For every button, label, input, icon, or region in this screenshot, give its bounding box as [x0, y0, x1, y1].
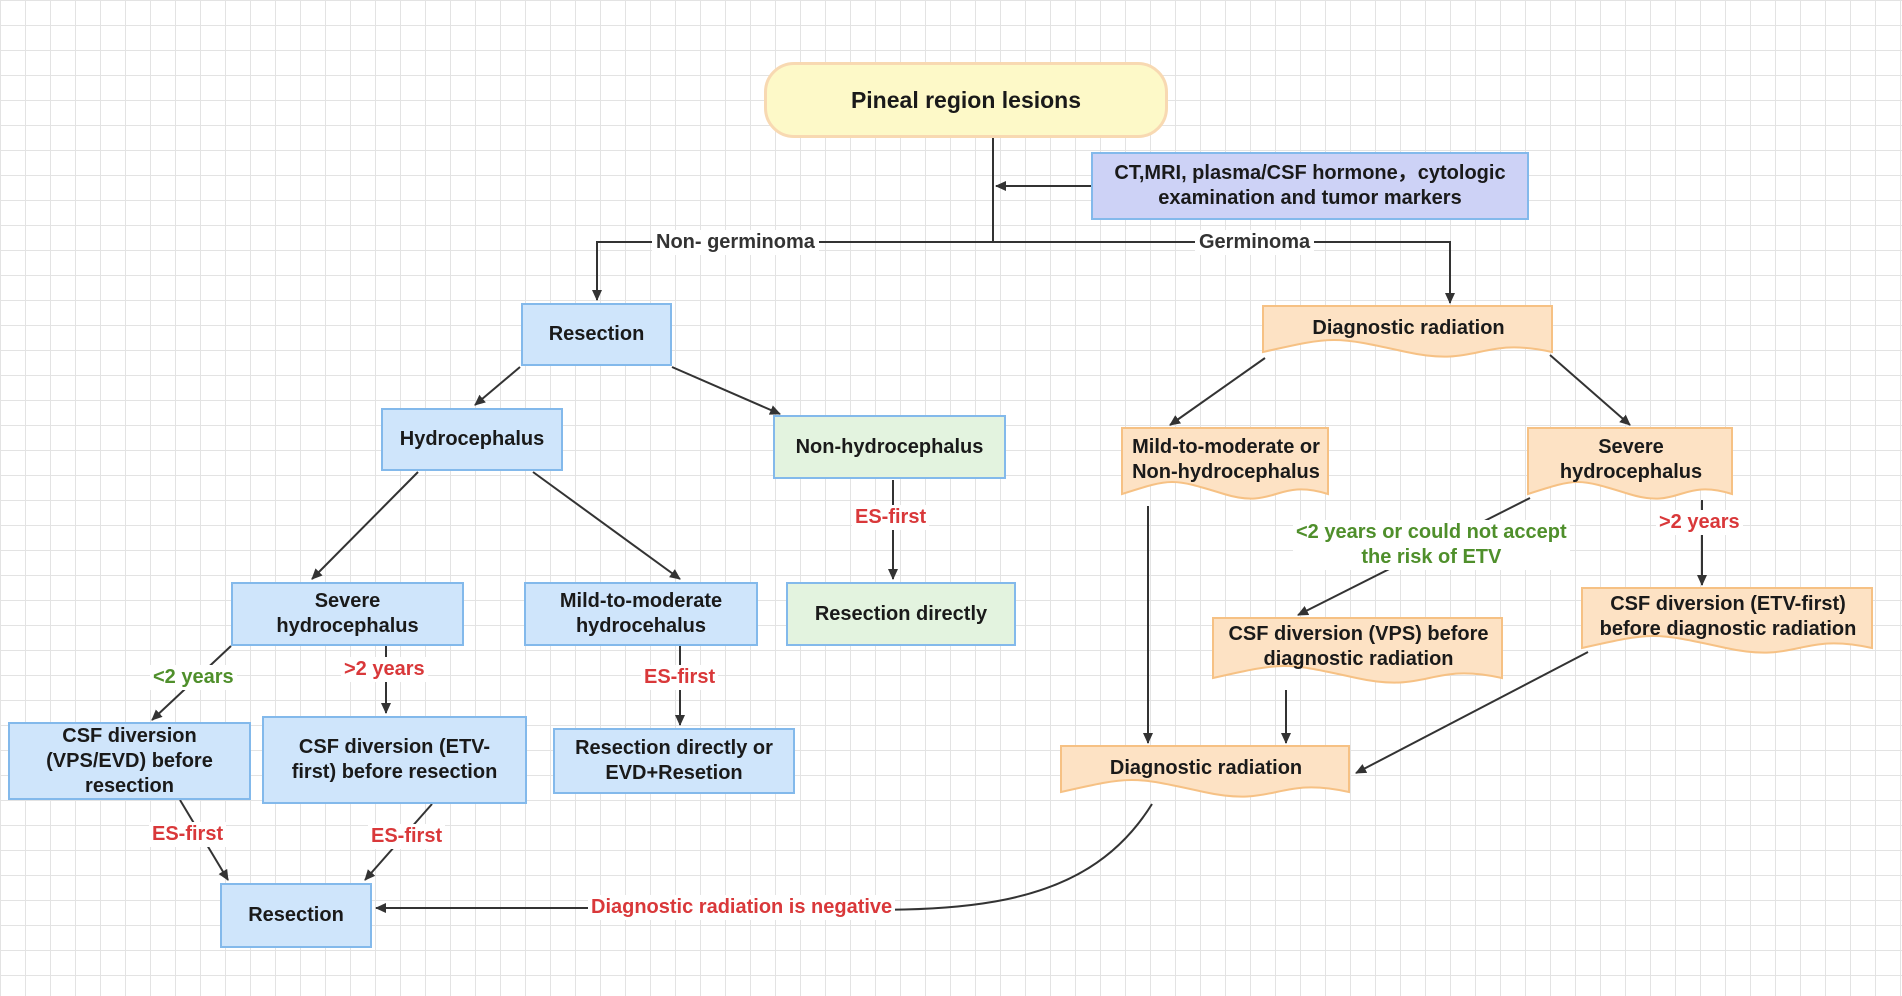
resection-top-node: Resection [521, 303, 672, 366]
hydrocephalus-label: Hydrocephalus [399, 428, 545, 450]
wave-shape [1060, 745, 1350, 798]
csf-etv-resection-line-2: first) before resection [291, 761, 498, 783]
severe-hydro-left-line-2: hydrocephalus [276, 615, 419, 637]
csf-etv-radiation-line-2: before diagnostic radiation [1599, 618, 1857, 640]
resection-or-evd-line-2: EVD+Resetion [605, 762, 743, 784]
severe-hydro-right-line-1: Severe [1598, 436, 1664, 458]
radiation-negative-label: Diagnostic radiation is negative [588, 895, 896, 920]
lt2-years-left-label: <2 years [150, 665, 237, 690]
csf-vps-evd-line-1: CSF diversion [62, 724, 197, 747]
resection-bottom-label: Resection [248, 904, 344, 926]
resection-to-non-hydro [671, 366, 781, 415]
mild-hydrocephalus-left-node: Mild-to-moderate hydrocehalus [524, 582, 758, 646]
wave-shape [1212, 617, 1503, 684]
csf-vps-evd-line-2: (VPS/EVD) before [46, 749, 213, 772]
wave-shape [1581, 587, 1873, 654]
hydro-to-severe [311, 471, 419, 580]
mild-hydro-left-line-2: hydrocehalus [575, 615, 707, 637]
csf-vps-radiation-node: CSF diversion (VPS) before diagnostic ra… [1212, 617, 1504, 688]
mild-hydro-left-line-1: Mild-to-moderate [559, 590, 723, 612]
mild-non-hydro-line-2: Non-hydrocephalus [1132, 461, 1320, 483]
wave-shape [1121, 427, 1329, 500]
csf-vps-evd-node: CSF diversion (VPS/EVD) before resection [8, 722, 251, 800]
resection-directly-node: Resection directly [786, 582, 1016, 646]
resection-or-evd-line-1: Resection directly or [575, 737, 773, 759]
diag-rad-top-label: Diagnostic radiation [1312, 316, 1505, 339]
diagnostic-radiation-bottom-node: Diagnostic radiation [1060, 745, 1351, 802]
mild-non-hydro-node: Mild-to-moderate or Non-hydrocephalus [1121, 427, 1330, 504]
severe-hydro-right-line-2: hydrocephalus [1559, 461, 1703, 483]
es-first-label-mild: ES-first [641, 665, 719, 690]
root-node: Pineal region lesions [764, 62, 1168, 138]
exams-node: CT,MRI, plasma/CSF hormone，cytologic exa… [1091, 152, 1529, 220]
hydro-to-mild [532, 471, 681, 580]
exams-line-2: examination and tumor markers [1158, 187, 1462, 209]
diag-top-to-severe-right [1549, 354, 1631, 426]
csf-etv-resection-node: CSF diversion (ETV- first) before resect… [262, 716, 527, 804]
exams-line-1: CT,MRI, plasma/CSF hormone，cytologic [1114, 162, 1506, 184]
lt2-years-right-line-2: the risk of ETV [1361, 546, 1502, 568]
csf-etv-radiation-line-1: CSF diversion (ETV-first) [1610, 593, 1846, 615]
non-germinoma-label: Non- germinoma [652, 230, 819, 255]
non-hydrocephalus-label: Non-hydrocephalus [795, 435, 984, 458]
radiation-negative-to-resection [375, 803, 1153, 913]
diagnostic-radiation-top-node: Diagnostic radiation [1262, 305, 1554, 362]
resection-or-evd-node: Resection directly or EVD+Resetion [553, 728, 795, 794]
gt2-years-right-label: >2 years [1656, 510, 1743, 535]
csf-etv-resection-line-1: CSF diversion (ETV- [298, 736, 491, 758]
resection-top-label: Resection [548, 323, 645, 345]
resection-bottom-node: Resection [220, 883, 372, 948]
csf-etv-radiation-node: CSF diversion (ETV-first) before diagnos… [1581, 587, 1874, 658]
severe-hydrocephalus-right-node: Severe hydrocephalus [1527, 427, 1734, 504]
mild-non-hydro-line-1: Mild-to-moderate or [1132, 436, 1320, 458]
resection-directly-label: Resection directly [814, 602, 988, 625]
es-first-label-non-hydro: ES-first [852, 505, 930, 530]
csf-vps-evd-line-3: resection [85, 774, 174, 797]
non-hydrocephalus-node: Non-hydrocephalus [773, 415, 1006, 479]
es-first-label-etv: ES-first [368, 824, 446, 849]
diag-rad-bottom-label: Diagnostic radiation [1109, 756, 1303, 779]
resection-to-hydro [474, 366, 521, 406]
lt2-years-right-line-1: <2 years or could not accept [1296, 521, 1567, 543]
gt2-years-left-label: >2 years [341, 657, 428, 682]
csf-vps-radiation-line-2: diagnostic radiation [1263, 648, 1454, 670]
es-first-label-vps-evd: ES-first [149, 822, 227, 847]
wave-shape [1527, 427, 1733, 500]
severe-hydro-left-line-1: Severe [314, 590, 381, 612]
lt2-years-right-label: <2 years or could not accept the risk of… [1293, 520, 1570, 570]
germinoma-label: Germinoma [1195, 230, 1315, 255]
hydrocephalus-node: Hydrocephalus [381, 408, 563, 471]
severe-hydrocephalus-left-node: Severe hydrocephalus [231, 582, 464, 646]
root-node-label: Pineal region lesions [850, 86, 1082, 113]
wave-shape [1262, 305, 1553, 358]
diag-top-to-mild-non-hydro [1169, 357, 1266, 426]
csf-vps-radiation-line-1: CSF diversion (VPS) before [1228, 623, 1489, 645]
